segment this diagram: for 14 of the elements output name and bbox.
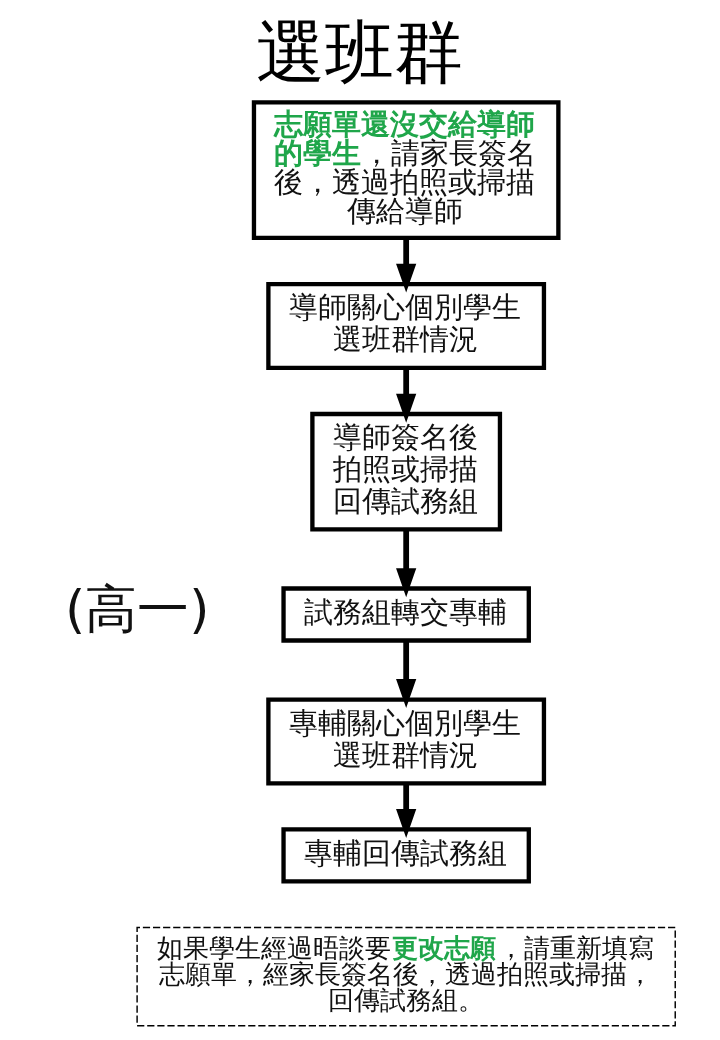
arrow	[396, 529, 417, 598]
node-box: 導師簽名後拍照或掃描回傳試務組	[310, 411, 503, 532]
arrow	[396, 368, 417, 423]
node-box: 試務組轉交專輔	[281, 586, 531, 643]
node-box: 導師關心個別學生選班群情況	[266, 281, 547, 370]
node-box: 專輔回傳試務組	[281, 827, 531, 884]
arrow	[396, 238, 417, 293]
node-box: 專輔關心個別學生選班群情況	[266, 697, 547, 786]
label: (高一)	[64, 579, 210, 640]
diagram-title: 選班群	[256, 11, 464, 92]
node-box: 如果學生經過晤談要更改志願，請重新填寫志願單，經家長簽名後，透過拍照或掃描，回傳試務組。	[136, 926, 676, 1027]
node-box: 志願單還沒交給導師的學生，請家長簽名後，透過拍照或掃描傳給導師	[251, 100, 561, 241]
arrow	[396, 640, 417, 708]
arrow	[396, 783, 417, 838]
